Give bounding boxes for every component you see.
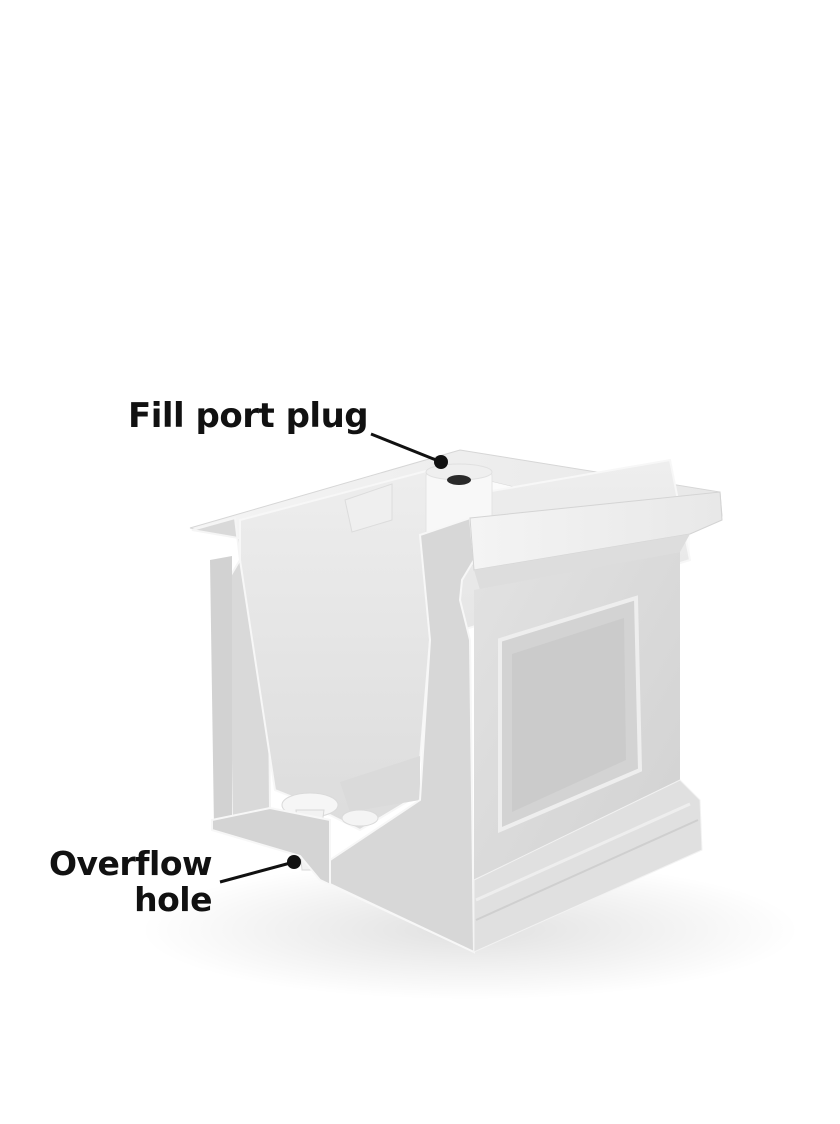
fill-port-plug-label: Fill port plug [128, 396, 369, 436]
overflow-hole-label-line1: Overflow [48, 844, 213, 883]
wall-notch [344, 483, 393, 533]
overflow-hole-label: Overflow hole [44, 844, 213, 919]
cornice-molding [474, 534, 690, 590]
raised-panel-inset [512, 618, 626, 812]
callout-overflow [219, 855, 301, 884]
top-rim-front [469, 491, 723, 571]
overflow-hole-label-line2: hole [134, 879, 212, 919]
fill-port-plug-icon [447, 475, 471, 485]
callout-dot-icon [434, 455, 448, 469]
callout-fill-port [370, 432, 448, 469]
left-wall-face [210, 556, 232, 828]
callout-dot-icon [287, 855, 301, 869]
reservoir-floor-recess [340, 756, 420, 812]
